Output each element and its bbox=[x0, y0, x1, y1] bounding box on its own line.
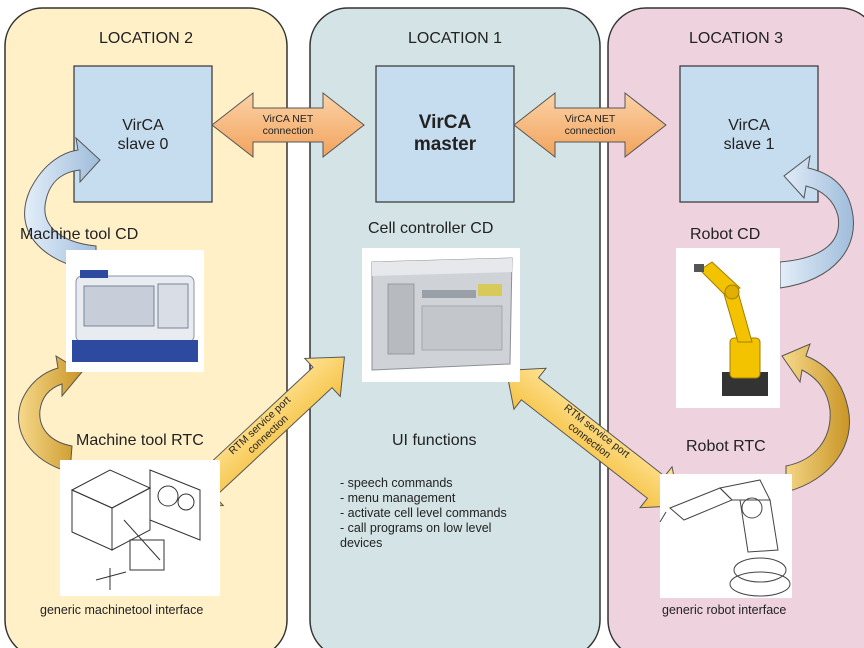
ui-function-item: - activate cell level commands bbox=[340, 506, 507, 520]
robot-photo bbox=[676, 248, 780, 408]
robot-schematic bbox=[659, 474, 792, 598]
virca-slave-1-line2: slave 1 bbox=[723, 136, 775, 153]
ui-function-item: devices bbox=[340, 536, 383, 550]
virca-net-right-line1: VirCA NET bbox=[564, 113, 616, 125]
machine-tool-rtc-label: Machine tool RTC bbox=[76, 432, 204, 449]
virca-net-left-line2: connection bbox=[262, 125, 314, 137]
location-2-title: LOCATION 2 bbox=[99, 30, 193, 47]
virca-net-arrow-right bbox=[513, 91, 667, 159]
gold-curve-arrow-left bbox=[18, 354, 83, 473]
machine-tool-schematic bbox=[60, 460, 220, 596]
machine-tool-cd-label: Machine tool CD bbox=[20, 226, 139, 243]
virca-master-label: VirCA master bbox=[376, 112, 514, 156]
virca-net-arrow-left bbox=[211, 91, 365, 159]
robot-cd-label: Robot CD bbox=[690, 226, 761, 243]
robot-rtc-label: Robot RTC bbox=[686, 438, 766, 455]
virca-slave-0-line2: slave 0 bbox=[117, 136, 169, 153]
ui-function-item: - menu management bbox=[340, 491, 456, 505]
blue-curve-arrow-right bbox=[779, 154, 854, 289]
virca-master-line2: master bbox=[413, 134, 477, 155]
generic-robot-caption: generic robot interface bbox=[662, 603, 787, 617]
virca-slave-0-label: VirCA slave 0 bbox=[74, 116, 212, 154]
virca-slave-0-line1: VirCA bbox=[122, 117, 164, 134]
ui-functions-title: UI functions bbox=[392, 432, 477, 449]
virca-master-box bbox=[375, 65, 515, 203]
ui-function-item: - speech commands bbox=[340, 476, 453, 490]
virca-net-left-line1: VirCA NET bbox=[262, 113, 314, 125]
gold-curve-arrow-right bbox=[781, 343, 850, 493]
cell-controller-cd-label: Cell controller CD bbox=[368, 220, 494, 237]
cell-controller-photo bbox=[362, 248, 520, 382]
virca-slave-1-label: VirCA slave 1 bbox=[680, 116, 818, 154]
blue-curve-arrow-left bbox=[24, 136, 101, 273]
ui-functions-list: - speech commands - menu management - ac… bbox=[340, 476, 570, 551]
machine-tool-photo bbox=[66, 250, 204, 372]
virca-master-line1: VirCA bbox=[418, 112, 472, 133]
virca-net-right-label: VirCA NET connection bbox=[546, 113, 634, 137]
generic-machinetool-caption: generic machinetool interface bbox=[40, 603, 204, 617]
ui-function-item: - call programs on low level bbox=[340, 521, 492, 535]
location-3-title: LOCATION 3 bbox=[689, 30, 783, 47]
virca-slave-0-box bbox=[73, 65, 213, 203]
virca-net-left-label: VirCA NET connection bbox=[244, 113, 332, 137]
location-1-title: LOCATION 1 bbox=[408, 30, 502, 47]
virca-net-right-line2: connection bbox=[564, 125, 616, 137]
virca-slave-1-line1: VirCA bbox=[728, 117, 770, 134]
